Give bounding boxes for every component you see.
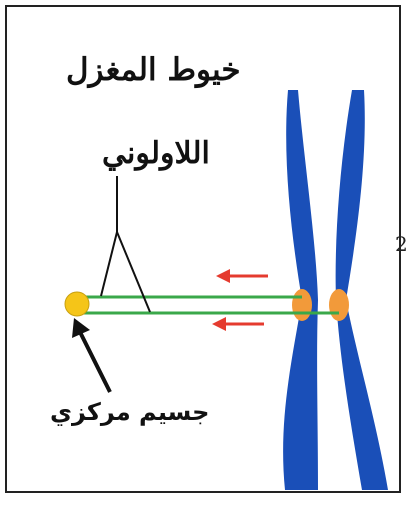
centrosome-leader-arrow — [72, 318, 110, 392]
centromere-left — [292, 289, 312, 321]
spindle-label-line-2: اللاولوني — [102, 136, 210, 171]
spindle-label-line-1: خيوط المغزل — [66, 52, 241, 88]
centromere-right — [329, 289, 349, 321]
centrosome-label: جسيم مركزي — [50, 398, 209, 426]
force-arrow-lower — [212, 317, 264, 331]
cut-off-digit: 2 — [395, 232, 408, 256]
chromatid-right — [336, 90, 388, 490]
force-arrow-upper — [216, 269, 268, 283]
centrosome — [65, 292, 89, 316]
spindle-leader-lines — [101, 176, 150, 312]
